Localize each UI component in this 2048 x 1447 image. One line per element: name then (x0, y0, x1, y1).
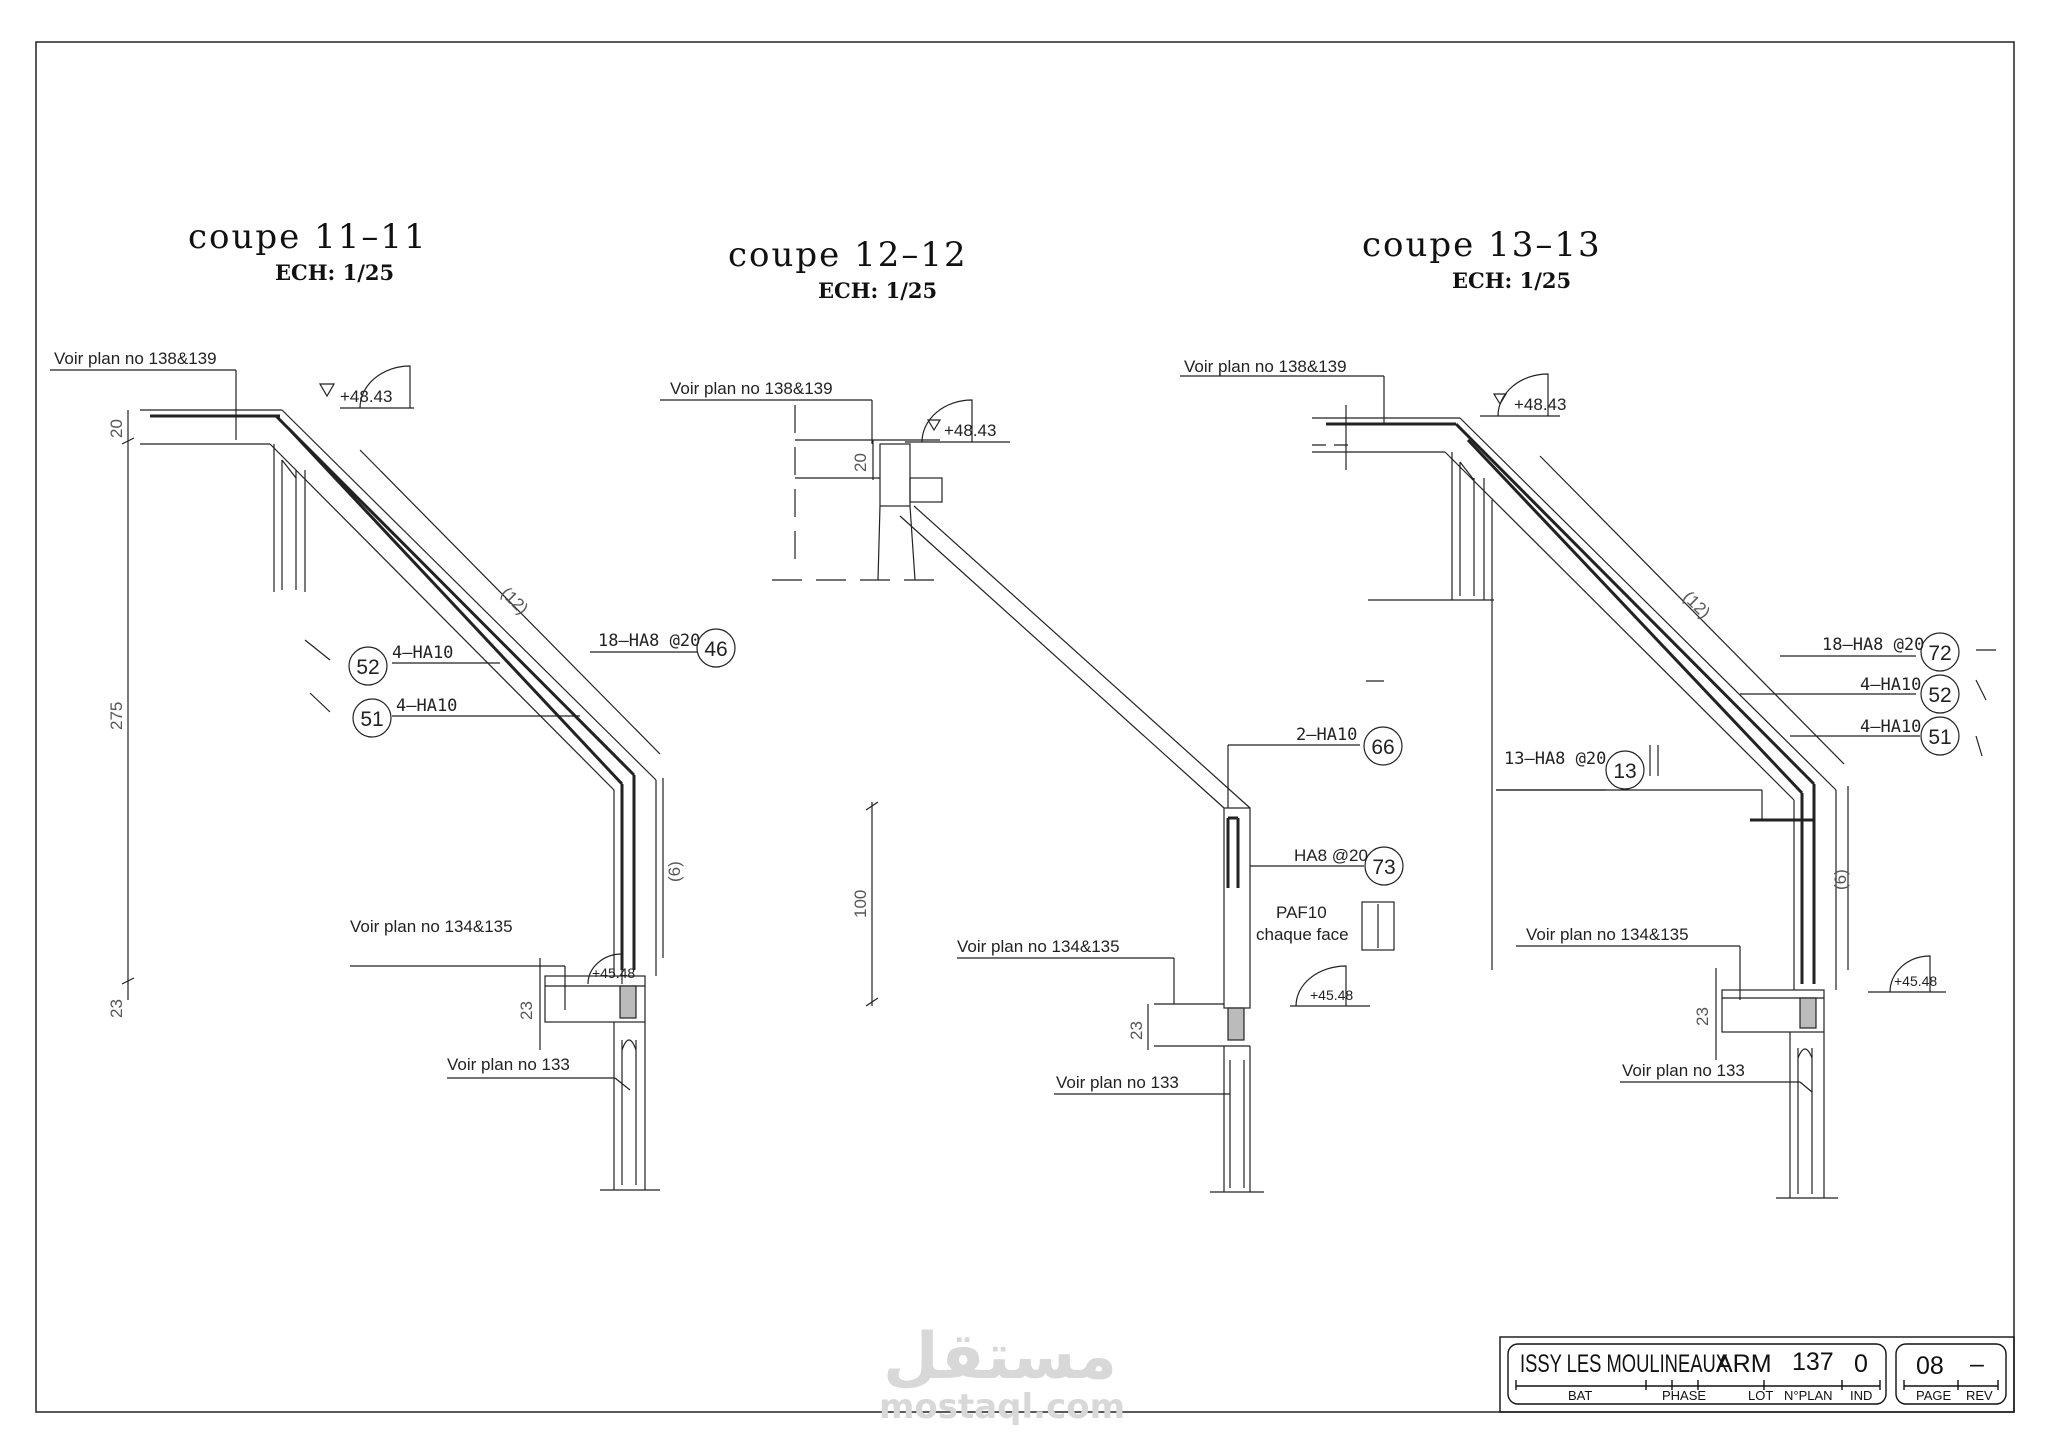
section-13-13-ref-bottom: Voir plan no 133 (1622, 1061, 1745, 1080)
section-11-11-mark-51-circle (352, 698, 392, 738)
title-block-project: ISSY LES MOULINEAUX (1520, 1350, 1728, 1378)
title-block-label-nplan: N°PLAN (1784, 1388, 1833, 1403)
section-12-12-ref-bottom: Voir plan no 133 (1056, 1073, 1179, 1092)
section-11-11-scale: ECH: 1/25 (275, 260, 394, 285)
title-block-label-ind: IND (1850, 1388, 1872, 1403)
title-block-rev: – (1970, 1350, 1984, 1378)
section-13-13-label-51: 4–HA10 (1860, 717, 1921, 737)
section-13-13-scale: ECH: 1/25 (1452, 268, 1571, 293)
section-11-11-dim-bottom: 23 (107, 999, 126, 1018)
section-11-11-labels: coupe 11–11 ECH: 1/25 Voir plan no 138&1… (54, 217, 736, 1074)
title-block-label-rev: REV (1966, 1388, 1993, 1403)
section-11-11-label-52: 4–HA10 (392, 643, 453, 663)
title-block-label-lot: LOT (1748, 1388, 1773, 1403)
section-12-12-labels: coupe 12–12 ECH: 1/25 Voir plan no 138&1… (670, 235, 1404, 1092)
section-12-12-mark-66: 66 (1371, 736, 1394, 759)
section-13-13-mark-72: 72 (1928, 642, 1951, 665)
section-13-13-dim-diag: (12) (1679, 587, 1714, 622)
section-13-13-label-72: 18–HA8 @20 (1822, 635, 1924, 655)
section-12-12-level-bottom: +45.48 (1310, 987, 1353, 1003)
title-block-label-phase: PHASE (1662, 1388, 1706, 1403)
section-12-12-paf-line2: chaque face (1256, 925, 1349, 944)
section-13-13-level-top: +48.43 (1514, 395, 1566, 414)
section-12-12 (660, 399, 1395, 1193)
section-12-12-mark-73: 73 (1372, 856, 1395, 879)
section-12-12-label-66: 2–HA10 (1296, 725, 1357, 745)
watermark: مستقل mostaql.com (879, 1320, 1125, 1427)
section-13-13-mark-72-circle (1920, 632, 1960, 672)
section-13-13-ref-mid: Voir plan no 134&135 (1526, 925, 1689, 944)
section-11-11-title: coupe 11–11 (188, 217, 428, 257)
section-11-11-mark-51: 51 (360, 708, 383, 731)
title-block-ind: 0 (1854, 1350, 1868, 1378)
section-13-13-mark-13: 13 (1613, 760, 1636, 783)
section-13-13-ref-top: Voir plan no 138&139 (1184, 357, 1347, 376)
title-block-text: ISSY LES MOULINEAUX ARM 137 0 08 – BAT P… (1520, 1348, 1993, 1403)
section-13-13-dim-vert: (6) (1831, 869, 1850, 890)
title-block (1499, 1336, 2015, 1413)
section-13-13-dim-beam: 23 (1693, 1007, 1712, 1026)
section-11-11-mark-46: 46 (704, 638, 727, 661)
watermark-arabic: مستقل (883, 1320, 1117, 1394)
section-12-12-dim-beam: 23 (1127, 1021, 1146, 1040)
section-13-13-mark-52: 52 (1928, 684, 1951, 707)
section-13-13-mark-52-circle (1920, 674, 1960, 714)
title-block-label-page: PAGE (1916, 1388, 1951, 1403)
title-block-plan-no: 137 (1792, 1348, 1834, 1376)
section-11-11-ref-bottom: Voir plan no 133 (447, 1055, 570, 1074)
section-11-11-ref-mid: Voir plan no 134&135 (350, 917, 513, 936)
section-11-11-label-51: 4–HA10 (396, 696, 457, 716)
sheet-border (35, 41, 2015, 1413)
watermark-latin: mostaql.com (879, 1387, 1125, 1427)
section-13-13-title: coupe 13–13 (1362, 225, 1602, 265)
section-11-11-level-bottom: +45.48 (592, 965, 635, 981)
section-13-13-level-bottom: +45.48 (1894, 973, 1937, 989)
section-12-12-dim-height: 100 (851, 890, 870, 918)
section-13-13 (1180, 373, 1996, 1199)
section-12-12-paf-line1: PAF10 (1276, 903, 1327, 922)
section-11-11-mark-52: 52 (356, 656, 379, 679)
section-12-12-dim-top: 20 (851, 453, 870, 472)
section-12-12-title: coupe 12–12 (728, 235, 968, 275)
section-12-12-level-top: +48.43 (944, 421, 996, 440)
section-11-11-level-top: +48.43 (340, 387, 392, 406)
section-12-12-label-73: HA8 @20 (1294, 846, 1368, 865)
section-11-11-mark-46-circle (696, 628, 736, 668)
section-11-11-dim-diag: (12) (497, 583, 532, 618)
section-13-13-label-52: 4–HA10 (1860, 675, 1921, 695)
section-12-12-scale: ECH: 1/25 (818, 278, 937, 303)
section-12-12-ref-top: Voir plan no 138&139 (670, 379, 833, 398)
section-13-13-mark-51-circle (1920, 716, 1960, 756)
section-13-13-mark-13-circle (1605, 750, 1645, 790)
section-13-13-label-13: 13–HA8 @20 (1504, 749, 1606, 769)
section-11-11 (50, 365, 700, 1191)
section-11-11-dim-top: 20 (107, 419, 126, 438)
section-11-11-dim-vert: (6) (665, 861, 684, 882)
section-13-13-mark-51: 51 (1928, 726, 1951, 749)
section-11-11-dim-height: 275 (107, 702, 126, 730)
section-11-11-label-46: 18–HA8 @20 (598, 631, 700, 651)
section-11-11-mark-52-circle (348, 646, 388, 686)
section-11-11-dim-beam: 23 (517, 1001, 536, 1020)
title-block-phase: ARM (1716, 1350, 1772, 1378)
section-13-13-labels: coupe 13–13 ECH: 1/25 Voir plan no 138&1… (1184, 225, 1960, 1080)
title-block-label-bat: BAT (1568, 1388, 1592, 1403)
title-block-page: 08 (1916, 1352, 1944, 1380)
section-12-12-mark-73-circle (1364, 846, 1404, 886)
section-12-12-ref-mid: Voir plan no 134&135 (957, 937, 1120, 956)
section-11-11-ref-top: Voir plan no 138&139 (54, 349, 217, 368)
section-12-12-mark-66-circle (1363, 726, 1403, 766)
